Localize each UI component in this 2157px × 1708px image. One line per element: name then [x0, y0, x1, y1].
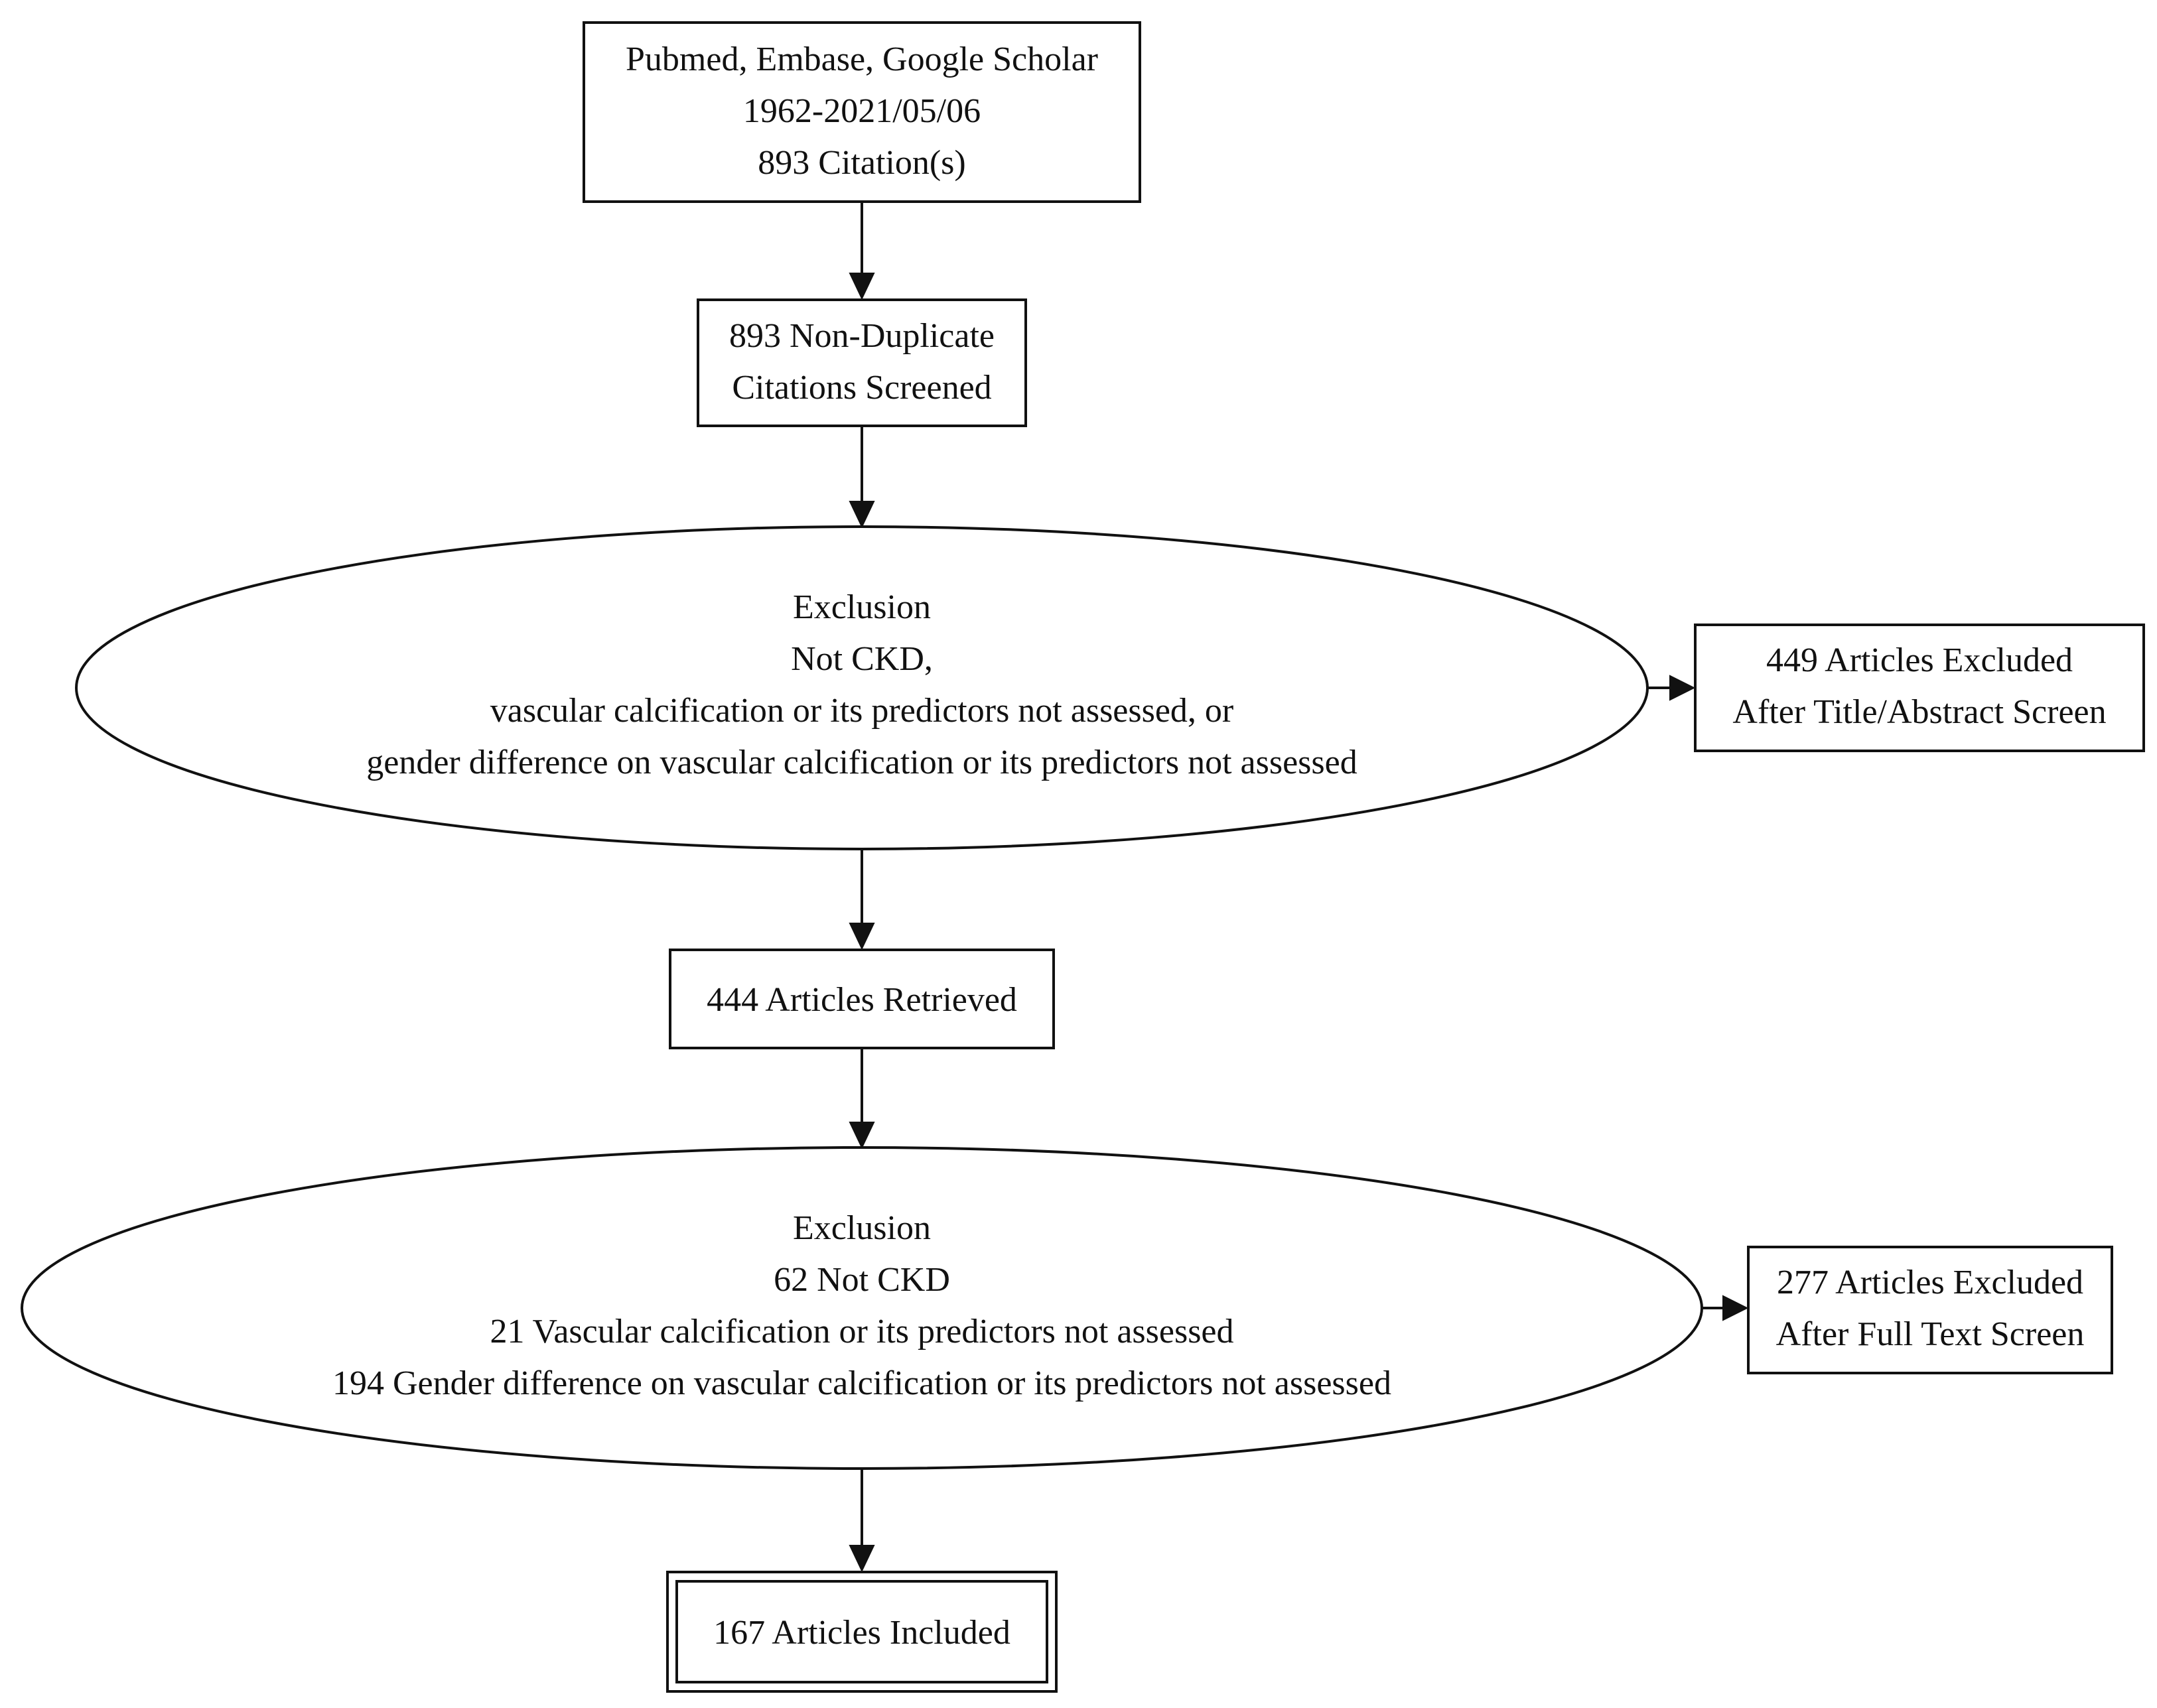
arrow-source-to-screened: [849, 202, 875, 300]
excluded2-stage-label: After Full Text Screen: [1776, 1315, 2085, 1353]
arrow-exclusion2-to-excluded2: [1702, 1295, 1749, 1321]
exclusion1-node: Exclusion Not CKD, vascular calcificatio…: [75, 525, 1649, 850]
arrow-exclusion1-to-retrieved: [849, 849, 875, 951]
excluded1-stage-label: After Title/Abstract Screen: [1732, 693, 2106, 731]
included-node: 167 Articles Included: [666, 1571, 1058, 1693]
screened-description-label: Citations Screened: [732, 369, 991, 407]
excluded2-node: 277 Articles Excluded After Full Text Sc…: [1747, 1246, 2113, 1374]
included-count-label: 167 Articles Included: [713, 1614, 1010, 1652]
arrow-exclusion1-to-excluded1: [1647, 675, 1696, 701]
exclusion1-criterion-3: gender difference on vascular calcificat…: [366, 744, 1357, 781]
screened-node: 893 Non-Duplicate Citations Screened: [697, 298, 1027, 427]
source-node: Pubmed, Embase, Google Scholar 1962-2021…: [583, 21, 1141, 203]
source-date-range-label: 1962-2021/05/06: [743, 92, 981, 130]
source-citation-count-label: 893 Citation(s): [758, 144, 965, 182]
excluded2-count-label: 277 Articles Excluded: [1777, 1264, 2083, 1301]
exclusion2-node: Exclusion 62 Not CKD 21 Vascular calcifi…: [21, 1146, 1703, 1470]
exclusion2-heading: Exclusion: [793, 1209, 931, 1247]
exclusion2-not-ckd: 62 Not CKD: [774, 1261, 950, 1299]
excluded1-node: 449 Articles Excluded After Title/Abstra…: [1694, 624, 2145, 752]
exclusion1-heading: Exclusion: [793, 588, 931, 626]
screened-count-label: 893 Non-Duplicate: [729, 317, 995, 355]
retrieved-node: 444 Articles Retrieved: [669, 949, 1055, 1049]
source-databases-label: Pubmed, Embase, Google Scholar: [626, 40, 1098, 78]
retrieved-count-label: 444 Articles Retrieved: [707, 981, 1017, 1019]
exclusion2-vascular-calcification: 21 Vascular calcification or its predict…: [490, 1313, 1233, 1350]
exclusion1-criterion-1: Not CKD,: [791, 640, 933, 678]
exclusion2-gender-difference: 194 Gender difference on vascular calcif…: [332, 1364, 1391, 1402]
exclusion1-criterion-2: vascular calcification or its predictors…: [490, 692, 1234, 730]
excluded1-count-label: 449 Articles Excluded: [1766, 641, 2073, 679]
arrow-exclusion2-to-included: [849, 1469, 875, 1573]
arrow-retrieved-to-exclusion2: [849, 1048, 875, 1150]
arrow-screened-to-exclusion1: [849, 426, 875, 529]
